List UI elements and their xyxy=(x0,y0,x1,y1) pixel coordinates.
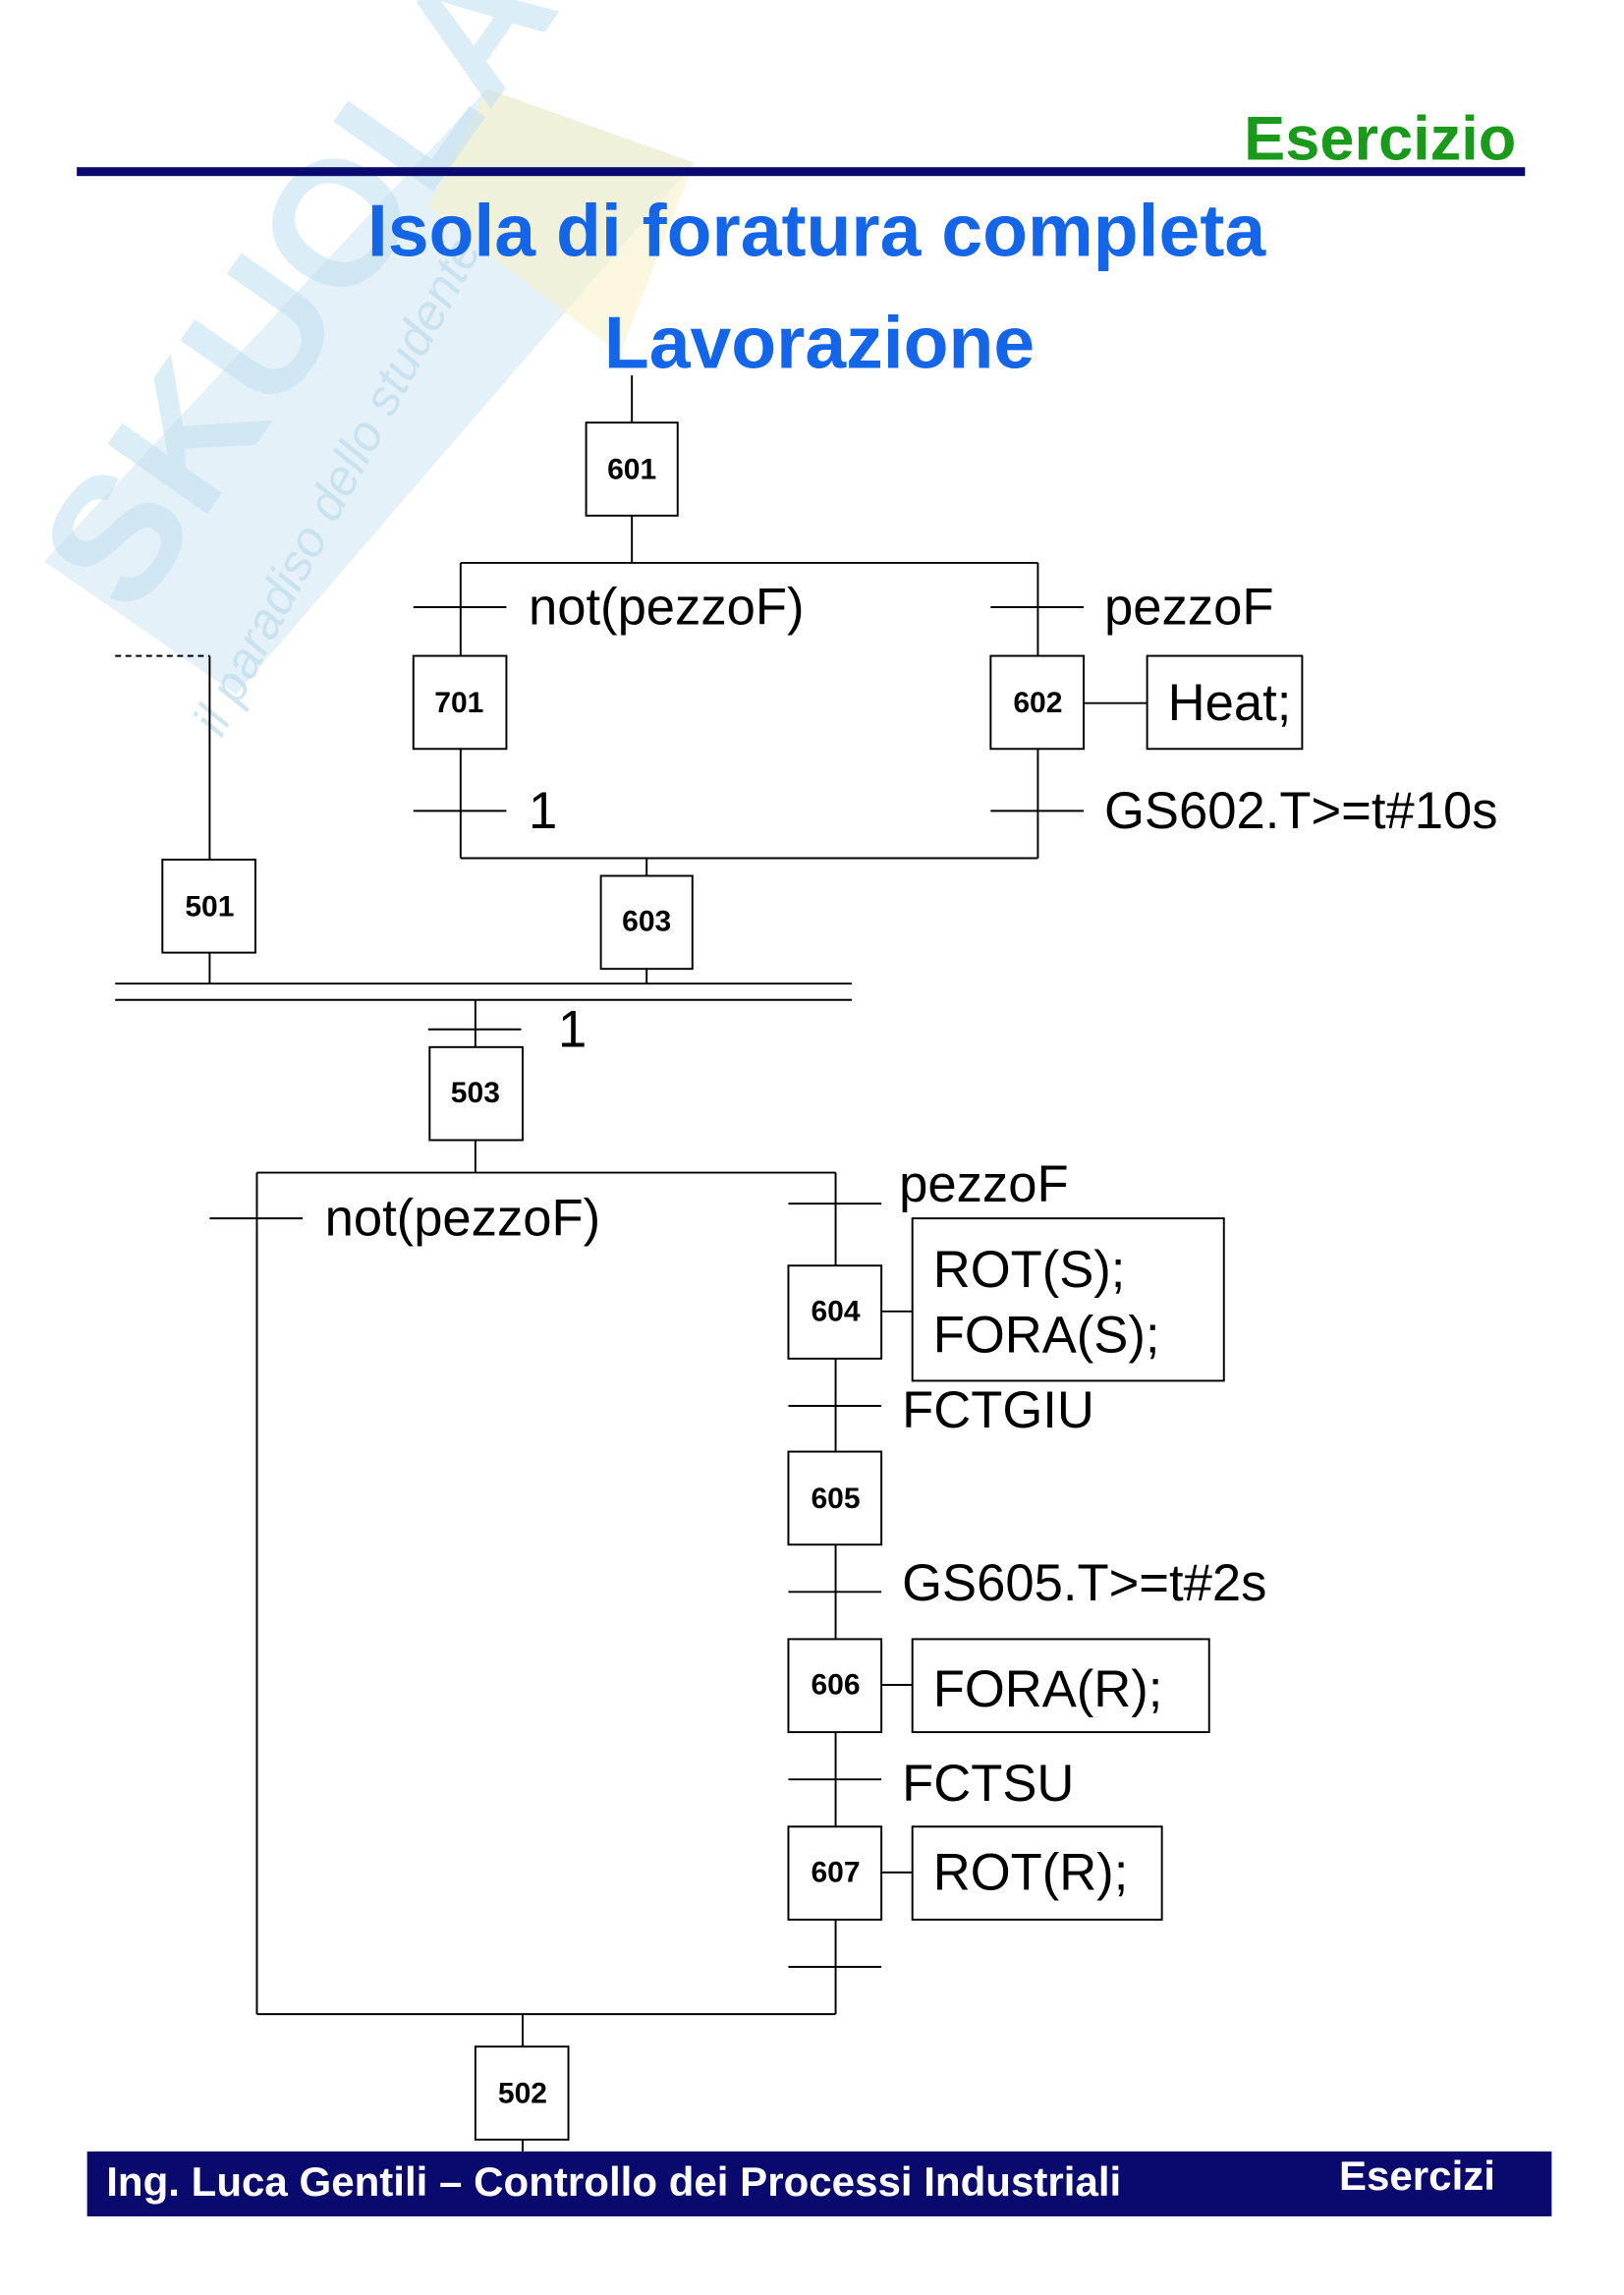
transition-gs602[interactable]: GS602.T>=t#10s xyxy=(990,782,1497,840)
step-501[interactable]: 501 xyxy=(161,858,256,954)
action-text: ROT(R); xyxy=(933,1843,1129,1901)
transition-pezzof[interactable]: pezzoF xyxy=(990,579,1273,637)
action-text: ROT(S); xyxy=(933,1241,1126,1299)
step-box xyxy=(787,1825,883,1921)
step-box xyxy=(474,2045,570,2141)
transition-condition: FCTSU xyxy=(902,1755,1074,1813)
header-rule xyxy=(77,167,1526,177)
step-box xyxy=(989,654,1085,751)
transition-pezzof-2[interactable]: pezzoF xyxy=(788,1155,1069,1213)
step-number: 503 xyxy=(451,1077,500,1109)
action-606: FORA(R); xyxy=(911,1638,1210,1734)
footer-bar xyxy=(86,2151,1552,2216)
step-box xyxy=(787,1264,883,1360)
watermark-diamond-yellow xyxy=(427,88,695,356)
transition-fctgiu[interactable]: FCTGIU xyxy=(788,1381,1094,1439)
step-503[interactable]: 503 xyxy=(428,1045,524,1142)
transition-condition: pezzoF xyxy=(899,1155,1068,1213)
action-text: FORA(R); xyxy=(933,1660,1163,1718)
step-number: 701 xyxy=(434,687,483,719)
step-602[interactable]: 602 xyxy=(989,654,1085,751)
sfc-upper: 601 not(pezzoF) pezzoF 701 602 Heat; xyxy=(115,375,1497,1173)
transition-condition: 1 xyxy=(529,782,557,840)
action-box xyxy=(1146,654,1304,751)
step-number: 602 xyxy=(1013,687,1062,719)
action-602: Heat; xyxy=(1146,654,1304,751)
transition-not-pezzof-2[interactable]: not(pezzoF) xyxy=(209,1190,600,1248)
transition-condition: not(pezzoF) xyxy=(325,1190,601,1248)
transition-true[interactable]: 1 xyxy=(413,782,557,840)
transition-condition: not(pezzoF) xyxy=(529,579,805,637)
step-number: 604 xyxy=(811,1295,860,1327)
step-number: 606 xyxy=(811,1668,860,1701)
action-text: Heat; xyxy=(1168,674,1292,732)
step-606[interactable]: 606 xyxy=(787,1638,883,1734)
step-701[interactable]: 701 xyxy=(412,654,508,751)
action-box xyxy=(911,1217,1225,1382)
step-number: 601 xyxy=(607,454,656,486)
step-number: 605 xyxy=(811,1483,860,1515)
step-number: 502 xyxy=(498,2078,547,2110)
transition-condition: 1 xyxy=(558,1000,587,1058)
step-box xyxy=(599,874,694,971)
page-subtitle: Lavorazione xyxy=(604,302,1035,384)
step-604[interactable]: 604 xyxy=(787,1264,883,1360)
step-box xyxy=(161,858,256,954)
step-603[interactable]: 603 xyxy=(599,874,694,971)
action-box xyxy=(911,1638,1210,1734)
step-box xyxy=(787,1450,883,1546)
footer-author-course: Ing. Luca Gentili – Controllo dei Proces… xyxy=(106,2158,1121,2205)
step-box xyxy=(412,654,508,751)
transition-fctsu[interactable]: FCTSU xyxy=(788,1755,1074,1813)
step-605[interactable]: 605 xyxy=(787,1450,883,1546)
footer: Ing. Luca Gentili – Controllo dei Proces… xyxy=(86,2151,1552,2216)
action-604: ROT(S); FORA(S); xyxy=(911,1217,1225,1382)
footer-section: Esercizi xyxy=(1339,2153,1495,2199)
step-box xyxy=(585,421,679,517)
step-601[interactable]: 601 xyxy=(585,421,679,517)
action-607: ROT(R); xyxy=(911,1825,1163,1921)
step-box xyxy=(787,1638,883,1734)
step-number: 607 xyxy=(811,1856,860,1888)
sfc-lower: not(pezzoF) pezzoF 604 ROT(S); FORA(S); … xyxy=(209,1155,1266,2178)
section-label: Esercizio xyxy=(1244,105,1516,174)
transition-sync[interactable]: 1 xyxy=(427,1000,587,1058)
transition-gs605[interactable]: GS605.T>=t#2s xyxy=(788,1554,1266,1612)
transition-condition: pezzoF xyxy=(1104,579,1273,637)
step-502[interactable]: 502 xyxy=(474,2045,570,2141)
action-box xyxy=(911,1825,1163,1921)
action-text: FORA(S); xyxy=(933,1306,1160,1364)
page-title: Isola di foratura completa xyxy=(367,189,1266,271)
step-number: 603 xyxy=(622,906,671,938)
transition-condition: FCTGIU xyxy=(902,1381,1094,1439)
step-number: 501 xyxy=(185,891,234,924)
step-box xyxy=(428,1045,524,1142)
transition-condition: GS605.T>=t#2s xyxy=(902,1554,1266,1612)
transition-not-pezzof[interactable]: not(pezzoF) xyxy=(413,579,805,637)
transition-condition: GS602.T>=t#10s xyxy=(1104,782,1497,840)
step-607[interactable]: 607 xyxy=(787,1825,883,1921)
